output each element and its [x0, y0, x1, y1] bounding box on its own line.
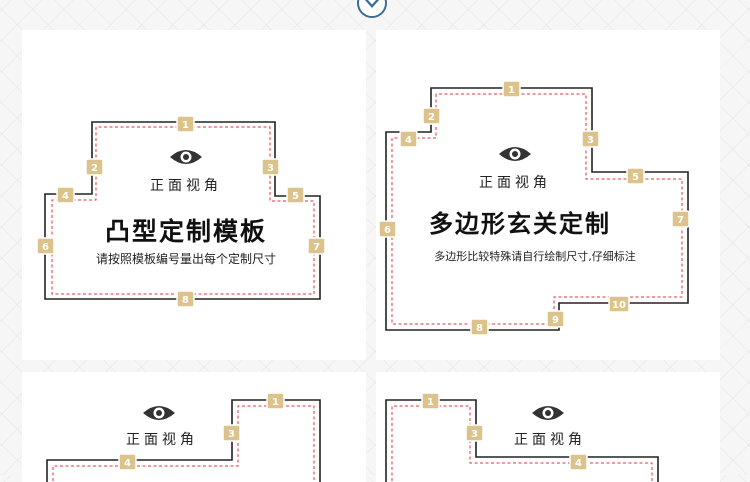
svg-text:4: 4	[575, 458, 582, 469]
badge-3: 3	[261, 158, 280, 176]
badge-5: 5	[286, 186, 305, 204]
top-circle	[357, 0, 387, 18]
badge-2: 2	[422, 107, 441, 125]
badge-8: 8	[176, 290, 195, 308]
svg-text:10: 10	[612, 300, 626, 311]
badge-4: 4	[118, 453, 137, 471]
svg-text:7: 7	[677, 215, 684, 226]
eye-icon	[532, 406, 564, 420]
badge-1: 1	[176, 115, 195, 133]
badge-1: 1	[502, 80, 521, 98]
view-label: 正面视角	[150, 178, 222, 194]
view-label: 正面视角	[479, 175, 551, 191]
svg-text:1: 1	[272, 397, 279, 408]
badge-4: 4	[399, 130, 418, 148]
badge-3: 3	[581, 130, 600, 148]
template-card-4: 正面视角 1 3 4	[376, 372, 720, 482]
svg-text:6: 6	[384, 225, 391, 236]
eye-icon	[143, 406, 175, 420]
badge-1: 1	[266, 392, 285, 410]
badge-3: 3	[465, 424, 484, 442]
view-label: 正面视角	[126, 432, 198, 448]
svg-text:1: 1	[182, 120, 189, 131]
template-title: 多边形玄关定制	[429, 210, 611, 238]
template-title: 凸型定制模板	[105, 217, 267, 246]
template-subtitle: 多边形比较特殊请自行绘制尺寸,仔细标注	[434, 249, 636, 263]
template-card-convex: 正面视角 凸型定制模板 请按照模板编号量出每个定制尺寸 1 2 3 4 5 6 …	[22, 30, 366, 360]
convex-dashed-line	[51, 126, 315, 295]
svg-text:1: 1	[508, 85, 515, 96]
eye-icon	[499, 147, 531, 161]
svg-text:3: 3	[587, 135, 594, 146]
svg-text:4: 4	[124, 458, 131, 469]
badge-7: 7	[671, 210, 690, 228]
top-chevron	[357, 0, 387, 18]
badge-2: 2	[85, 158, 104, 176]
badge-10: 10	[608, 295, 630, 313]
svg-text:9: 9	[552, 315, 559, 326]
badge-6: 6	[36, 237, 55, 255]
view-label: 正面视角	[514, 432, 586, 448]
template-3-diagram: 正面视角 1 3 4	[46, 392, 321, 482]
svg-text:3: 3	[471, 429, 478, 440]
badge-4: 4	[569, 453, 588, 471]
badge-1: 1	[421, 392, 440, 410]
svg-text:2: 2	[91, 163, 98, 174]
svg-text:3: 3	[228, 429, 235, 440]
svg-text:7: 7	[313, 242, 320, 253]
svg-text:1: 1	[427, 397, 434, 408]
eye-icon	[170, 150, 202, 164]
svg-text:8: 8	[476, 323, 483, 334]
template-4-diagram: 正面视角 1 3 4	[385, 392, 659, 482]
polygon-diagram: 正面视角 多边形玄关定制 多边形比较特殊请自行绘制尺寸,仔细标注 1 2 3 4…	[378, 80, 690, 336]
chevron-down-icon	[364, 0, 380, 8]
badge-3: 3	[222, 424, 241, 442]
svg-text:4: 4	[62, 191, 69, 202]
badge-9: 9	[546, 310, 565, 328]
badge-6: 6	[378, 220, 397, 238]
template-card-3: 正面视角 1 3 4	[22, 372, 366, 482]
polygon-dashed-line	[391, 93, 683, 325]
svg-text:4: 4	[405, 135, 412, 146]
svg-text:2: 2	[428, 112, 435, 123]
svg-text:5: 5	[292, 191, 299, 202]
template-card-polygon: 正面视角 多边形玄关定制 多边形比较特殊请自行绘制尺寸,仔细标注 1 2 3 4…	[376, 30, 720, 360]
badge-5: 5	[626, 167, 645, 185]
svg-text:8: 8	[182, 295, 189, 306]
convex-outline	[44, 121, 321, 300]
badge-4: 4	[56, 186, 75, 204]
template-subtitle: 请按照模板编号量出每个定制尺寸	[96, 251, 276, 266]
badge-7: 7	[307, 237, 326, 255]
badge-8: 8	[470, 318, 489, 336]
svg-text:5: 5	[632, 172, 639, 183]
svg-text:6: 6	[42, 242, 49, 253]
svg-text:3: 3	[267, 163, 274, 174]
convex-diagram: 正面视角 凸型定制模板 请按照模板编号量出每个定制尺寸 1 2 3 4 5 6 …	[36, 115, 326, 308]
